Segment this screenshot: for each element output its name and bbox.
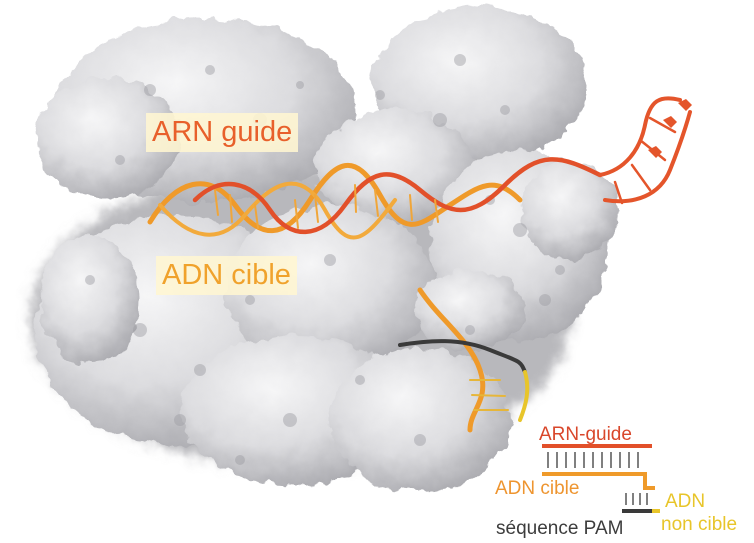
- pam-strand: [398, 339, 527, 374]
- legend-target-dna-text: ADN cible: [495, 478, 580, 499]
- legend-diagram: [542, 444, 660, 513]
- guide-rna-strand: [192, 157, 603, 235]
- legend-target-dna-line: [542, 472, 655, 490]
- legend-pam-text: séquence PAM: [496, 518, 624, 539]
- target-dna-label: ADN cible: [156, 256, 297, 295]
- legend-pairing-ticks: [547, 452, 639, 468]
- guide-rna-label: ARN guide: [146, 113, 299, 152]
- legend-guide-rna-text: ARN-guide: [539, 424, 632, 445]
- dna-rna-helix: [147, 96, 692, 433]
- target-dna-strand: [147, 163, 523, 234]
- surface-pores: [85, 54, 565, 465]
- base-pairs: [214, 184, 439, 229]
- protein-surface: [30, 7, 618, 492]
- non-target-dna-strand: [518, 370, 530, 422]
- legend-non-target-dna-text-line2: non cible: [661, 514, 738, 535]
- legend-non-target-dna-text-line1: ADN: [665, 491, 706, 512]
